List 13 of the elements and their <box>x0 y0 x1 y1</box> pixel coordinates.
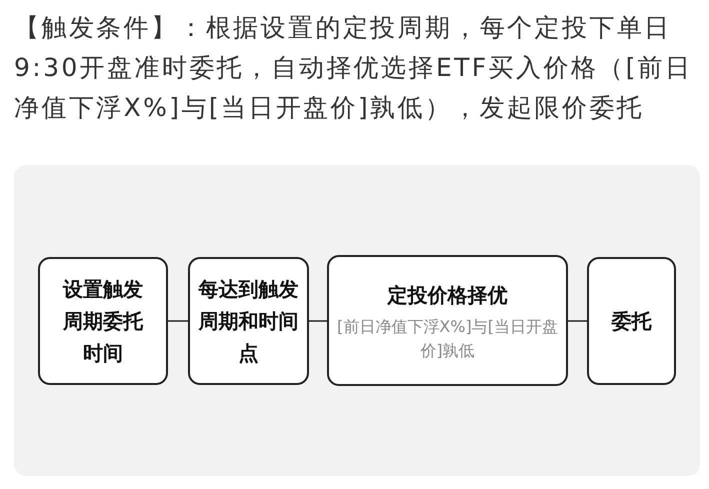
box-title: 设置触发周期委托时间 <box>62 276 144 367</box>
process-box <box>38 257 168 385</box>
process-box <box>327 255 568 386</box>
connector-line <box>309 320 327 322</box>
box-title: 委托 <box>612 308 652 335</box>
box-title: 每达到触发周期和时间点 <box>198 276 298 367</box>
box-title: 定投价格择优 <box>388 282 508 308</box>
connector-line <box>568 320 587 322</box>
note-text: 【触发条件】：根据设置的定投周期，每个定投下单日9:30开盘准时委托，自动择优选择ETF买入价格（[前日净值下浮X%]与[当日开盘价]孰低），发起限价委托 <box>14 12 694 124</box>
process-box <box>587 257 676 385</box>
box-description: [前日净值下浮X%]与[当日开盘价]孰低 <box>336 316 559 362</box>
connector-line <box>168 320 188 322</box>
process-box <box>188 257 309 385</box>
